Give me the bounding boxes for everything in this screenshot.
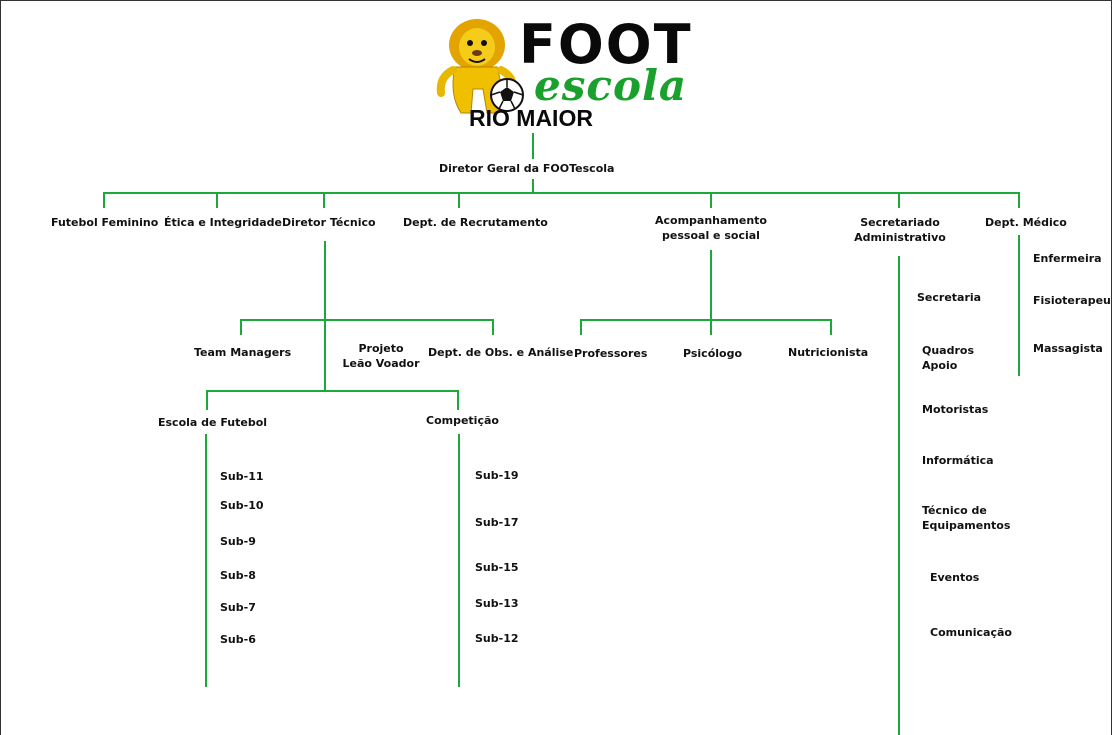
connector-line (240, 319, 494, 321)
connector-line (324, 241, 326, 391)
logo-foot-text: FOOT (519, 13, 693, 76)
node-sub-12: Sub-12 (475, 632, 519, 645)
node-quadros-apoio: Quadros Apoio (922, 344, 975, 372)
node-competicao: Competição (426, 414, 499, 427)
node-sub-9: Sub-9 (220, 535, 256, 548)
node-dept-medico: Dept. Médico (985, 216, 1067, 229)
node-diretor-tecnico: Diretor Técnico (282, 216, 376, 229)
node-motoristas: Motoristas (922, 403, 989, 416)
connector-line (710, 250, 712, 320)
connector-line (1018, 192, 1020, 208)
node-informatica: Informática (922, 454, 994, 467)
node-sub-13: Sub-13 (475, 597, 519, 610)
connector-line (898, 256, 900, 735)
node-eventos: Eventos (930, 571, 980, 584)
node-comunicacao: Comunicação (930, 626, 1012, 639)
connector-line (458, 434, 460, 687)
connector-line (205, 434, 207, 687)
node-team-managers: Team Managers (194, 346, 292, 359)
connector-line (103, 192, 105, 208)
node-acompanhamento: Acompanhamento pessoal e social (654, 214, 767, 242)
node-psicologo: Psicólogo (683, 347, 743, 360)
node-dept-recrutamento: Dept. de Recrutamento (403, 216, 548, 229)
node-enfermeira: Enfermeira (1033, 252, 1102, 265)
node-escola-futebol: Escola de Futebol (158, 416, 268, 429)
footescola-logo: FOOT escola RIO MAIOR (431, 15, 691, 135)
node-sub-7: Sub-7 (220, 601, 256, 614)
node-nutricionista: Nutricionista (788, 346, 869, 359)
connector-line (532, 133, 534, 159)
node-etica-integridade: Ética e Integridade (164, 216, 282, 229)
connector-line (1018, 235, 1020, 376)
logo-escola-text: escola (534, 61, 688, 110)
node-fisioterapeuta: Fisioterapeuta (1033, 294, 1111, 307)
node-sub-19: Sub-19 (475, 469, 519, 482)
connector-line (457, 390, 459, 410)
connector-line (710, 319, 712, 335)
node-professores: Professores (574, 347, 648, 360)
connector-line (216, 192, 218, 208)
node-sub-17: Sub-17 (475, 516, 519, 529)
connector-line (532, 179, 534, 193)
node-tecnico-equipamentos: Técnico de Equipamentos (922, 504, 1011, 532)
node-massagista: Massagista (1033, 342, 1103, 355)
connector-line (492, 319, 494, 335)
connector-line (240, 319, 242, 335)
connector-line (458, 192, 460, 208)
connector-line (206, 390, 208, 410)
connector-line (103, 192, 1020, 194)
node-dept-obs-analise: Dept. de Obs. e Análise (428, 346, 574, 359)
node-futebol-feminino: Futebol Feminino (51, 216, 159, 229)
connector-line (580, 319, 832, 321)
connector-line (580, 319, 582, 335)
node-sub-6: Sub-6 (220, 633, 256, 646)
connector-line (830, 319, 832, 335)
logo-subtitle: RIO MAIOR (469, 105, 593, 131)
connector-line (710, 192, 712, 208)
root-node-diretor-geral: Diretor Geral da FOOTescola (439, 162, 615, 175)
connector-line (323, 192, 325, 208)
node-sub-10: Sub-10 (220, 499, 264, 512)
connector-line (898, 192, 900, 208)
lion-mascot-icon (436, 19, 524, 114)
node-secretariado-administrativo: Secretariado Administrativo (854, 216, 946, 244)
node-sub-8: Sub-8 (220, 569, 256, 582)
node-secretaria: Secretaria (917, 291, 982, 304)
node-sub-11: Sub-11 (220, 470, 264, 483)
connector-line (206, 390, 459, 392)
node-sub-15: Sub-15 (475, 561, 519, 574)
node-projeto-leao-voador: Projeto Leão Voador (342, 342, 420, 370)
